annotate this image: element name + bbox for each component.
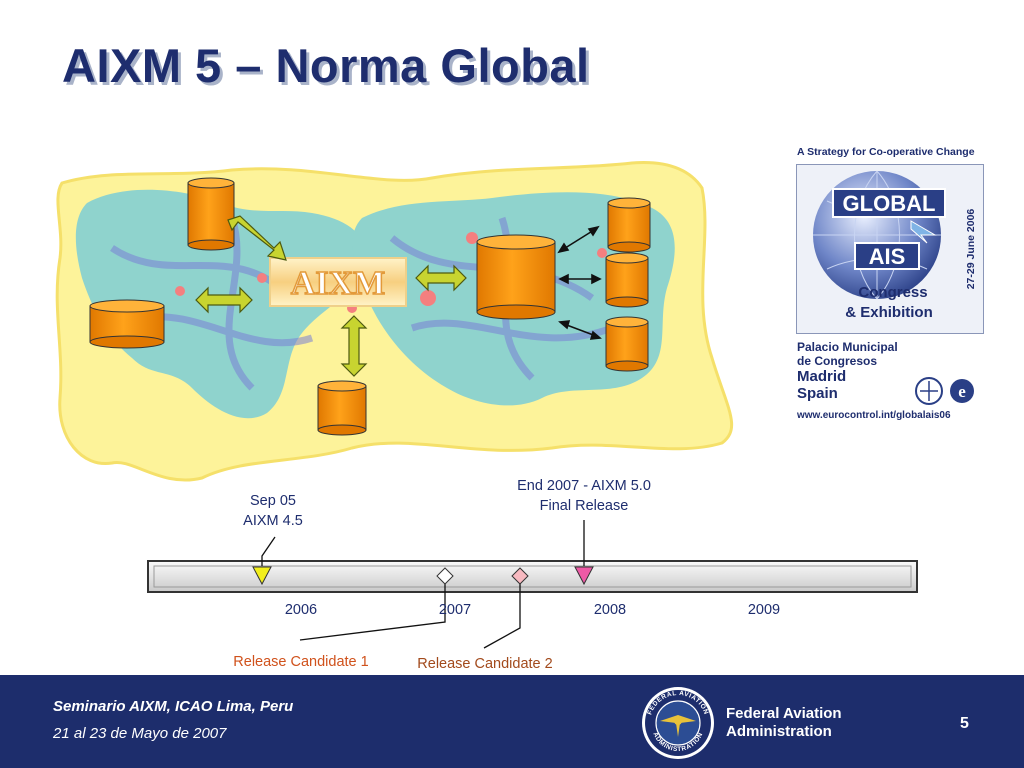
database-cylinder-bottom <box>317 380 367 436</box>
global-ais-tagline: A Strategy for Co-operative Change <box>797 146 975 158</box>
globe-icon: GLOBAL AIS Congress & Exhibition 27-29 J… <box>813 170 977 321</box>
global-ais-url[interactable]: www.eurocontrol.int/globalais06 <box>797 410 951 421</box>
slide-page-number: 5 <box>960 715 969 732</box>
global-ais-emblem-box: GLOBAL AIS Congress & Exhibition 27-29 J… <box>796 164 984 334</box>
marker-sep05 <box>252 566 272 586</box>
database-cylinder-right-2 <box>605 252 649 308</box>
eurocontrol-logo-icon <box>950 379 974 403</box>
global-ais-venue-line1: Palacio Municipal <box>797 340 898 354</box>
callout-line-sep05 <box>261 536 276 566</box>
callout-line-rc1 <box>299 583 446 641</box>
icao-eurocontrol-logos: e <box>915 377 974 405</box>
marker-aixm50 <box>574 566 594 586</box>
year-2008: 2008 <box>594 602 626 618</box>
svg-text:e: e <box>958 382 966 401</box>
global-ais-country: Spain <box>797 385 838 402</box>
release-candidate-2-label: Release Candidate 2 <box>417 656 552 672</box>
aixm-network-diagram: AIXM <box>55 161 734 482</box>
double-arrow-bottom <box>340 315 368 377</box>
global-ais-word2: AIS <box>869 244 906 269</box>
global-ais-congress-logo: A Strategy for Co-operative Change GLOBA… <box>796 144 986 426</box>
global-ais-city: Madrid <box>797 368 847 385</box>
timeline: 2006 2007 2008 2009 Release Candidate 1 … <box>147 520 918 672</box>
database-cylinder-right-1 <box>607 197 651 253</box>
database-cylinder-top-left <box>187 177 235 251</box>
aixm-hub-label: AIXM <box>291 265 385 302</box>
marker-rc2 <box>511 567 529 585</box>
footer-dates: 21 al 23 de Mayo de 2007 <box>53 725 227 742</box>
milestone-sep05-label: Sep 05 AIXM 4.5 <box>226 491 320 531</box>
database-cylinder-right-3 <box>605 316 649 372</box>
year-2006: 2006 <box>285 602 317 618</box>
milestone-aixm50-line1: End 2007 - AIXM 5.0 <box>517 478 651 494</box>
footer-seminar: Seminario AIXM, ICAO Lima, Peru <box>53 698 294 715</box>
callout-line-rc2 <box>483 583 521 649</box>
global-ais-venue: Palacio Municipal de Congresos Madrid Sp… <box>797 340 898 402</box>
global-ais-exhibition: & Exhibition <box>845 304 933 321</box>
year-2007: 2007 <box>439 602 471 618</box>
footer-bar: Seminario AIXM, ICAO Lima, Peru 21 al 23… <box>0 675 1024 768</box>
thin-arrows <box>557 225 602 340</box>
slide-title: AIXM 5 – Norma Global <box>62 39 590 92</box>
marker-rc1 <box>436 567 454 585</box>
year-2009: 2009 <box>748 602 780 618</box>
double-arrow-right <box>415 264 467 292</box>
double-arrow-top-left <box>227 215 287 261</box>
milestone-aixm50-line2: Final Release <box>539 498 629 514</box>
release-candidate-1-label: Release Candidate 1 <box>233 654 368 670</box>
global-ais-word1: GLOBAL <box>843 191 936 216</box>
footer-agency-line2: Administration <box>726 723 832 740</box>
footer-agency-line1: Federal Aviation <box>726 705 842 722</box>
icao-emblem-icon <box>915 377 943 405</box>
milestone-sep05-line2: AIXM 4.5 <box>243 513 303 529</box>
database-cylinder-central-large <box>476 234 556 320</box>
double-arrow-left <box>195 286 253 314</box>
faa-seal-icon: FEDERAL AVIATION ADMINISTRATION <box>642 687 714 759</box>
milestone-aixm50-label: End 2007 - AIXM 5.0 Final Release <box>494 476 674 516</box>
database-cylinder-left <box>89 299 165 349</box>
aixm-hub-box <box>269 257 407 307</box>
global-ais-venue-line2: de Congresos <box>797 354 878 368</box>
global-ais-dates: 27-29 June 2006 <box>965 209 977 290</box>
global-ais-congress: Congress <box>858 284 927 301</box>
footer-agency-name: Federal Aviation Administration <box>726 705 842 741</box>
milestone-sep05-line1: Sep 05 <box>250 493 296 509</box>
